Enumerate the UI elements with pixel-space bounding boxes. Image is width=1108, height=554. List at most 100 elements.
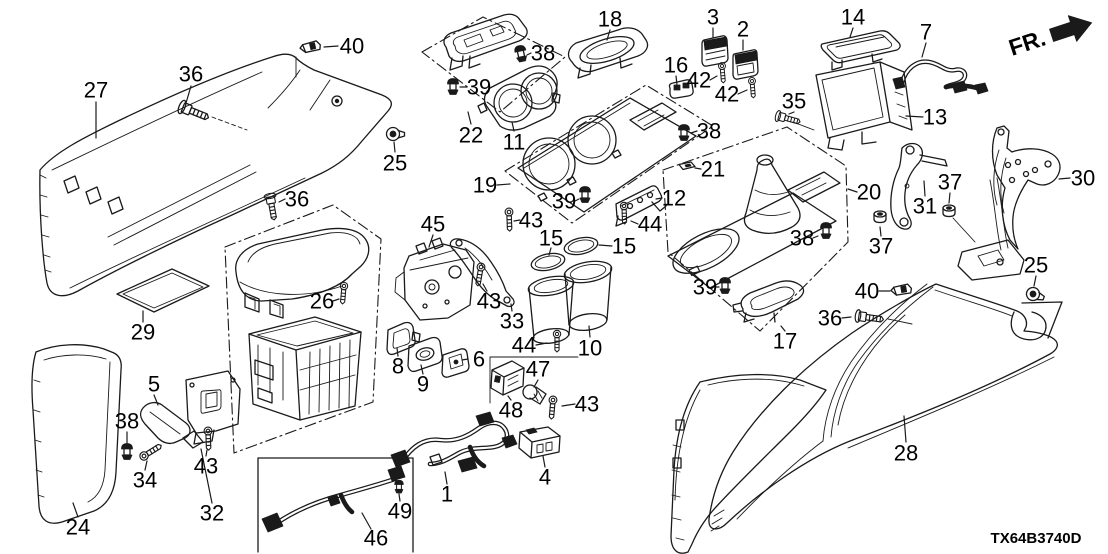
part-19-center-panel [517, 97, 697, 213]
callout-label: 7 [920, 20, 932, 45]
leader-36a [211, 116, 248, 131]
callout-leader [526, 52, 532, 56]
leader-35 [792, 121, 815, 131]
group-bracket-47-48 [489, 356, 579, 404]
clip-21-icon [678, 161, 696, 171]
callout-label: 15 [612, 234, 636, 259]
part-24-rear-cover [31, 344, 122, 524]
callout-leader [849, 27, 854, 38]
clip-38-icon [677, 123, 691, 142]
callout-label: 42 [687, 68, 711, 93]
callout-leader [428, 234, 434, 248]
clip-38-icon [819, 221, 833, 240]
callout-label: 1 [441, 482, 453, 507]
leader-37a [952, 217, 976, 243]
clip-40-icon [889, 283, 913, 297]
part-armrest-lid [235, 227, 370, 319]
nut-37-icon [873, 210, 887, 224]
callout-label: 12 [662, 186, 686, 211]
part-14-tray [820, 30, 901, 71]
clip-39-icon [446, 77, 460, 96]
callout-label: 43 [477, 289, 501, 314]
part-18-garnish [567, 27, 649, 79]
callout-label: 45 [421, 212, 445, 237]
callout-label: 17 [773, 329, 797, 354]
bolt-36-icon [853, 308, 885, 327]
callout-leader [588, 325, 591, 338]
part-28-side-panel [708, 283, 1063, 532]
callout-leader [675, 75, 678, 86]
callout-leader [278, 198, 286, 203]
callout-label: 38 [697, 119, 721, 144]
callout-leader [948, 192, 951, 204]
callout-label: 37 [869, 234, 893, 259]
callout-label: 44 [638, 212, 662, 237]
part-47-socket [522, 384, 547, 405]
callout-label: 25 [1024, 253, 1048, 278]
part-7-harness [892, 59, 989, 95]
part-4-connector [518, 426, 561, 459]
callout-leader [323, 45, 339, 48]
part-32-bracket [185, 370, 241, 445]
callout-leader [690, 130, 698, 134]
part-29-mat [116, 268, 210, 313]
callout-label: 43 [575, 392, 599, 417]
callout-leader [205, 449, 208, 457]
callout-leader [535, 342, 548, 346]
callout-leader [361, 512, 372, 530]
part-console-body [670, 373, 827, 554]
callout-leader [812, 235, 819, 239]
screw-43-icon [473, 261, 487, 288]
callout-label: 31 [913, 194, 937, 219]
callout-leader [694, 167, 702, 170]
callout-label: 46 [364, 526, 388, 551]
callout-label: 18 [598, 7, 622, 32]
callout-label: 20 [857, 180, 881, 205]
nut-37-icon [942, 204, 956, 218]
callout-leader [1033, 275, 1037, 287]
callout-leader [200, 448, 213, 504]
bolt-36-icon [263, 191, 281, 222]
callout-leader [847, 188, 858, 193]
callout-leader [923, 180, 926, 197]
diagram-code: TX64B3740D [991, 530, 1082, 547]
callout-leader [482, 283, 488, 292]
callout-leader [496, 183, 511, 186]
screw-42-icon [747, 76, 758, 99]
callout-label: 32 [200, 501, 224, 526]
fr-label: FR. [1006, 25, 1049, 61]
callout-leader [574, 198, 580, 202]
callout-leader [841, 316, 852, 319]
callout-label: 30 [1071, 166, 1095, 191]
callout-leader [461, 358, 469, 361]
screw-42-icon [717, 61, 728, 84]
part-30-bracket [957, 125, 1061, 281]
callout-leader [737, 89, 748, 95]
callout-leader [144, 460, 148, 471]
callout-leader [788, 111, 795, 115]
part-6-switch [441, 348, 470, 378]
callout-leader [921, 42, 927, 58]
part-3-switch [701, 35, 729, 67]
callout-label: 47 [526, 357, 550, 382]
clip-38-icon [513, 43, 529, 64]
callout-label: 2 [737, 17, 749, 42]
callout-label: 34 [133, 468, 157, 493]
callout-label: 36 [285, 187, 309, 212]
callout-label: 38 [115, 409, 139, 434]
callout-leader [332, 298, 340, 302]
callout-label: 10 [578, 336, 602, 361]
screw-43-icon [203, 426, 214, 451]
callout-label: 22 [459, 123, 483, 148]
callout-label: 27 [84, 78, 108, 103]
callout-leader [185, 85, 192, 104]
fr-direction-indicator: FR. [1006, 15, 1093, 61]
screw-43-icon [504, 207, 515, 232]
group-box-46 [257, 457, 414, 553]
part-33-bracket [449, 238, 515, 308]
callout-leader [903, 415, 907, 443]
callout-leader [153, 394, 159, 406]
callout-label: 39 [552, 189, 576, 214]
